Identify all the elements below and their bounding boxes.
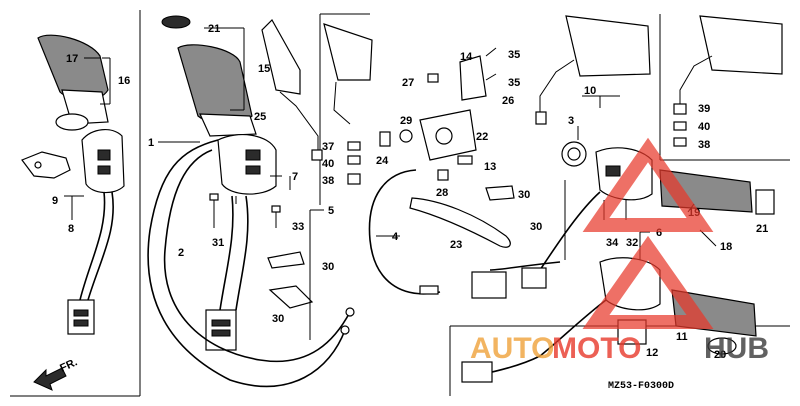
fr-label: FR. <box>58 356 79 374</box>
callout-20: 20 <box>714 349 726 361</box>
callout-28: 28 <box>436 187 448 199</box>
band-clips <box>267 185 515 309</box>
watermark: AUTO MOTO HUB <box>470 137 769 365</box>
callout-40-b: 40 <box>698 121 710 133</box>
callout-39: 39 <box>698 103 710 115</box>
callout-5: 5 <box>328 205 334 217</box>
callout-labels: 17 16 9 8 21 15 1 25 7 5 2 31 33 30 30 3… <box>52 23 768 361</box>
callout-15: 15 <box>258 63 270 75</box>
throttle-cables <box>147 139 355 388</box>
far-right-mirror <box>673 15 783 147</box>
callout-33: 33 <box>292 221 304 233</box>
callout-14: 14 <box>460 51 473 63</box>
callout-4: 4 <box>392 231 399 243</box>
callout-32: 32 <box>626 237 638 249</box>
callout-38-b: 38 <box>698 139 710 151</box>
callout-13: 13 <box>484 161 496 173</box>
watermark-triangle-inner <box>582 235 714 329</box>
front-mirror <box>535 15 651 125</box>
watermark-auto: AUTO <box>470 332 554 365</box>
clutch-lever <box>368 169 511 295</box>
callout-17: 17 <box>66 53 78 65</box>
watermark-hub: HUB <box>704 332 769 365</box>
callout-23: 23 <box>450 239 462 251</box>
front-direction-arrow: FR. <box>33 356 79 391</box>
callout-11: 11 <box>676 331 688 343</box>
callout-27: 27 <box>402 77 414 89</box>
callout-3: 3 <box>568 115 574 127</box>
callout-24: 24 <box>376 155 389 167</box>
left-mirror <box>261 19 323 161</box>
callout-40-a: 40 <box>322 158 334 170</box>
right-switch-housing <box>471 141 653 299</box>
callout-21-top: 21 <box>208 23 220 35</box>
callout-16: 16 <box>118 75 130 87</box>
throttle-assembly <box>161 15 281 351</box>
callout-2: 2 <box>178 247 184 259</box>
right-mirror <box>323 23 373 185</box>
callout-1: 1 <box>148 137 154 149</box>
callout-37: 37 <box>322 141 334 153</box>
callout-31: 31 <box>212 237 224 249</box>
callout-12: 12 <box>646 347 658 359</box>
watermark-moto: MOTO <box>552 332 641 365</box>
callout-26: 26 <box>502 95 514 107</box>
left-grip-assembly <box>21 34 125 335</box>
callout-9: 9 <box>52 195 58 207</box>
callout-21-b: 21 <box>756 223 768 235</box>
callout-35-b: 35 <box>508 77 520 89</box>
callout-29: 29 <box>400 115 412 127</box>
callout-25: 25 <box>254 111 266 123</box>
callout-10: 10 <box>584 85 596 97</box>
callout-30-a: 30 <box>322 261 334 273</box>
callout-30-d: 30 <box>530 221 542 233</box>
callout-35-a: 35 <box>508 49 520 61</box>
callout-6: 6 <box>656 227 662 239</box>
callout-30-c: 30 <box>518 189 530 201</box>
callout-22: 22 <box>476 131 488 143</box>
callout-30-b: 30 <box>272 313 284 325</box>
callout-38-a: 38 <box>322 175 334 187</box>
watermark-triangle <box>582 137 714 232</box>
lever-holder <box>379 47 497 181</box>
callout-8: 8 <box>68 223 74 235</box>
callout-34: 34 <box>606 237 619 249</box>
callout-7: 7 <box>292 171 298 183</box>
callout-18: 18 <box>720 241 732 253</box>
figure-code: MZ53-F0300D <box>608 381 674 392</box>
